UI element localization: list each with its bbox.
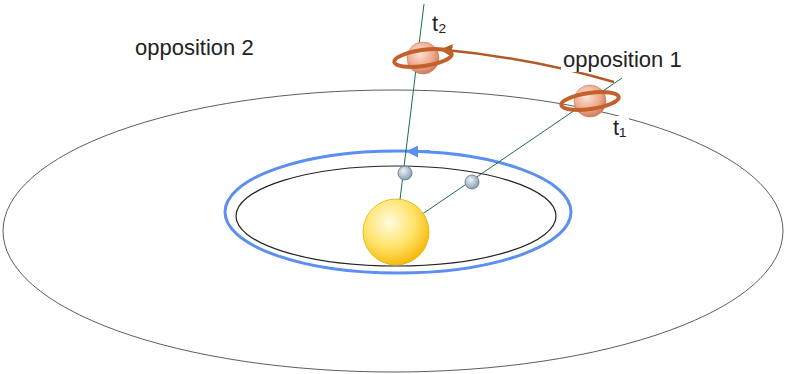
earth-motion-path (225, 151, 571, 273)
earth-motion-arrow (412, 150, 430, 153)
sight-line-2 (396, 4, 424, 232)
opposition-label: opposition 1 (561, 48, 684, 72)
saturn (560, 85, 620, 117)
time-label: t₁ (611, 116, 629, 140)
earth (465, 175, 479, 189)
opposition-label: opposition 2 (133, 36, 256, 60)
time-label: t₂ (430, 12, 449, 36)
sun (363, 199, 429, 265)
sight-line-1 (396, 78, 622, 232)
saturn-orbit (3, 90, 783, 372)
earth (398, 166, 412, 180)
saturn (393, 42, 453, 74)
earth-orbit (236, 166, 556, 266)
